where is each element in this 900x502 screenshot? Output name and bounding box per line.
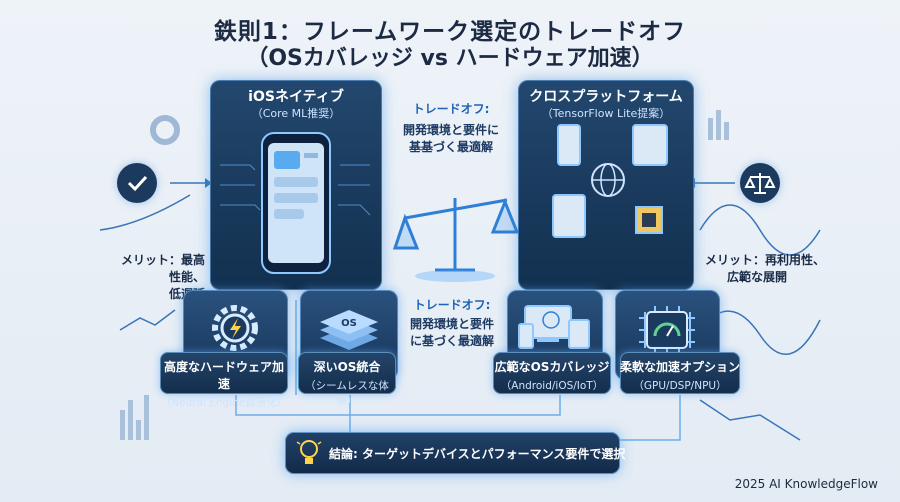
merit-left-line1: メリット：最高性能、: [120, 253, 205, 284]
smartphone-icon: [220, 132, 371, 274]
label-os-coverage-title: 広範なOSカバレッジ: [494, 360, 610, 374]
label-flexible-acceleration-subtitle: （GPU/DSP/NPU）: [633, 380, 727, 392]
balance-scale-icon: [392, 197, 520, 282]
merit-right: メリット：再利用性、 広範な展開: [705, 252, 825, 286]
merit-right-line1: メリット：再利用性、: [705, 253, 826, 267]
label-os-integration: 深いOS統合 （シームレスな体験）: [298, 352, 396, 407]
label-flexible-acceleration-title: 柔軟な加速オプション: [620, 360, 741, 374]
tradeoff-top: トレードオフ: 開発環境と要件に 基基づく最適解: [390, 100, 512, 155]
check-icon: [117, 163, 157, 203]
ios-panel-heading: iOSネイティブ: [248, 89, 344, 105]
tradeoff-top-line1: 開発環境と要件に: [402, 123, 499, 137]
label-hardware-acceleration-title: 高度なハードウェア加速: [163, 360, 284, 391]
tradeoff-bottom: トレードオフ: 開発環境と要件 に基づく最適解: [390, 296, 514, 349]
label-os-integration-title: 深いOS統合: [313, 360, 381, 374]
conclusion-box: 結論: ターゲットデバイスとパフォーマンス要件で選択: [285, 432, 625, 474]
credit-text: 2025 AI KnowledgeFlow: [734, 477, 878, 491]
cross-panel-heading: クロスプラットフォーム: [529, 89, 683, 105]
title-line-1: 鉄則1：フレームワーク選定のトレードオフ: [213, 19, 687, 45]
title-line-2: （OSカバレッジ vs ハードウェア加速）: [246, 46, 654, 71]
tradeoff-top-line2: 基基づく最適解: [408, 140, 493, 154]
label-os-coverage-subtitle: （Android/iOS/IoT）: [500, 380, 604, 392]
gear-lightning-icon: [212, 305, 258, 351]
conclusion-text: 結論: ターゲットデバイスとパフォーマンス要件で選択: [329, 447, 626, 461]
label-os-coverage: 広範なOSカバレッジ （Android/iOS/IoT）: [493, 352, 611, 394]
tradeoff-bottom-label: トレードオフ:: [413, 298, 491, 312]
os-badge: OS: [341, 318, 357, 329]
cross-panel-subheading: （TensorFlow Lite提案）: [541, 107, 671, 120]
os-layers-icon: OS: [320, 310, 378, 350]
multi-device-icon: [518, 305, 590, 349]
scale-icon-small: [740, 163, 780, 203]
lightbulb-icon: [296, 440, 322, 464]
label-hardware-acceleration-subtitle: （Neural Engine最適化）: [160, 397, 288, 409]
devices-icon: [552, 124, 668, 238]
ios-native-panel: iOSネイティブ （Core ML推奨）: [210, 80, 382, 290]
label-flexible-acceleration: 柔軟な加速オプション （GPU/DSP/NPU）: [620, 352, 740, 394]
label-os-integration-subtitle: （シームレスな体験）: [305, 380, 389, 407]
ios-panel-subheading: （Core ML推奨）: [251, 107, 341, 120]
chip-gauge-icon: [639, 306, 695, 354]
tradeoff-top-label: トレードオフ:: [412, 102, 490, 116]
merit-right-line2: 広範な展開: [727, 270, 788, 284]
label-hardware-acceleration: 高度なハードウェア加速 （Neural Engine最適化）: [160, 352, 288, 409]
tradeoff-bottom-line2: に基づく最適解: [409, 334, 494, 348]
tradeoff-bottom-line1: 開発環境と要件: [409, 317, 494, 331]
cross-platform-panel: クロスプラットフォーム （TensorFlow Lite提案）: [518, 80, 694, 290]
